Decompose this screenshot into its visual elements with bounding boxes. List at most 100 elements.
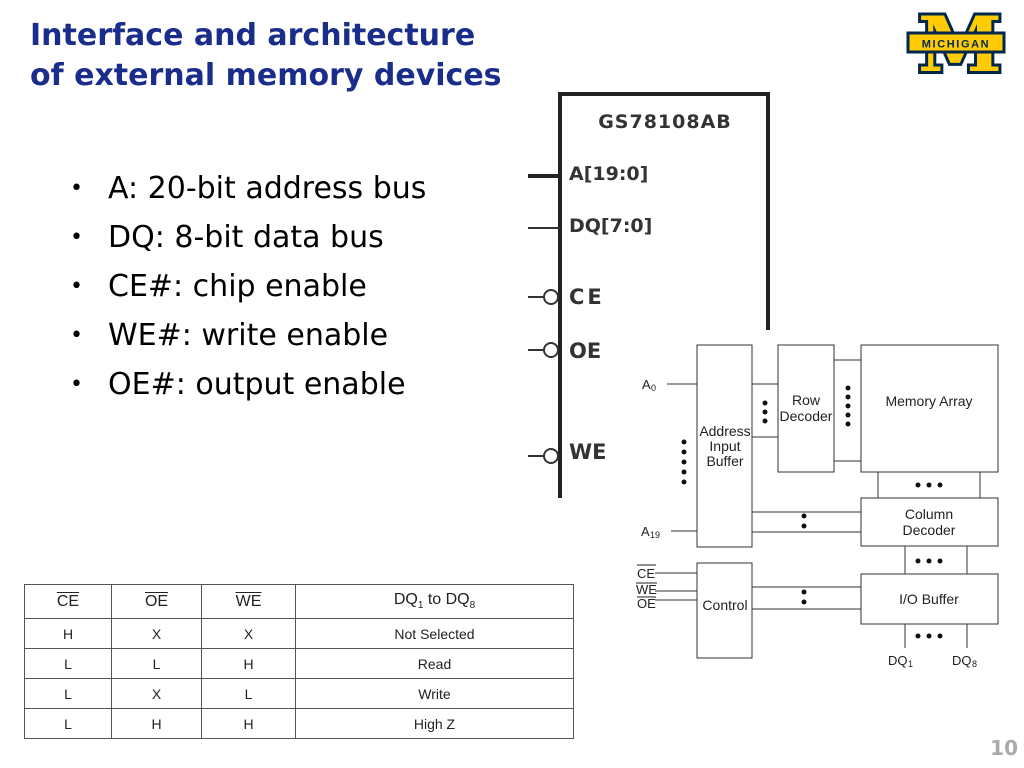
dq8-subscript: 8	[972, 659, 977, 669]
title-line-2: of external memory devices	[30, 58, 502, 93]
truth-table-header-row: CE OE WE DQ1 to DQ8	[24, 584, 574, 619]
address-buffer-box	[696, 344, 753, 548]
cell-ce: L	[24, 708, 112, 739]
bullet-item: A: 20-bit address bus	[70, 164, 426, 213]
cell-oe: X	[111, 618, 202, 649]
a0-label: A	[642, 377, 651, 392]
cell-we: X	[201, 618, 296, 649]
page-number: 10	[990, 736, 1018, 760]
chip-name: GS78108AB	[598, 111, 732, 133]
ce-pin-label: CE	[569, 285, 605, 309]
address-buffer-label-1: Address	[699, 423, 750, 439]
control-label: Control	[702, 597, 747, 613]
dot-col-io	[926, 558, 932, 564]
cell-we: L	[201, 678, 296, 709]
dot-array	[845, 412, 851, 418]
bullet-item: OE#: output enable	[70, 360, 426, 409]
we-pin-label: WE	[569, 440, 607, 464]
address-pin-label: A[19:0]	[569, 163, 648, 185]
column-decoder-box	[860, 497, 999, 547]
table-row: L L H Read	[24, 648, 574, 679]
slide-title: Interface and architecture of external m…	[30, 16, 550, 96]
dot-ctrl	[801, 589, 807, 595]
control-box	[696, 562, 753, 659]
we-pin-bubble	[543, 448, 559, 464]
chip-outline	[558, 92, 770, 498]
ctrl-we-label: WE	[636, 582, 657, 597]
oe-pin-label: OE	[569, 339, 601, 363]
bullet-list: A: 20-bit address bus DQ: 8-bit data bus…	[70, 164, 426, 409]
a19-label: A	[641, 524, 650, 539]
dot-ctrl	[801, 599, 807, 605]
cell-oe: L	[111, 648, 202, 679]
data-pin-label: DQ[7:0]	[569, 215, 652, 237]
a0-subscript: 0	[651, 383, 656, 393]
dot-row	[762, 418, 768, 424]
title-line-1: Interface and architecture	[30, 18, 476, 53]
chip-symbol: GS78108AB A[19:0] DQ[7:0] CE OE WE	[528, 92, 770, 498]
dot-col-io	[915, 558, 921, 564]
cell-dq: Not Selected	[295, 618, 574, 649]
dot-addr	[681, 469, 687, 475]
table-row: H X X Not Selected	[24, 618, 574, 649]
dot-array	[845, 385, 851, 391]
dot-array	[845, 394, 851, 400]
cell-we: H	[201, 708, 296, 739]
cell-ce: L	[24, 678, 112, 709]
dot-addr	[681, 479, 687, 485]
dot-col-io	[937, 558, 943, 564]
dot-col	[801, 523, 807, 529]
bullet-item: DQ: 8-bit data bus	[70, 213, 426, 262]
cell-oe: X	[111, 678, 202, 709]
dot-addr	[681, 449, 687, 455]
dot-array-col	[926, 482, 932, 488]
address-buffer-label-3: Buffer	[706, 453, 743, 469]
logo-wordmark: MICHIGAN	[922, 39, 990, 51]
dot-array	[845, 421, 851, 427]
dq1-subscript: 1	[908, 659, 913, 669]
ce-pin-bubble	[543, 289, 559, 305]
bullet-item: CE#: chip enable	[70, 262, 426, 311]
dot-addr	[681, 439, 687, 445]
oe-pin-bubble	[543, 342, 559, 358]
a19-subscript: 19	[650, 530, 660, 540]
cell-dq: High Z	[295, 708, 574, 739]
address-buffer-label-2: Input	[709, 438, 740, 454]
io-buffer-box	[860, 573, 999, 625]
logo-banner	[906, 31, 1006, 54]
table-row: L X L Write	[24, 678, 574, 709]
io-buffer-label: I/O Buffer	[899, 591, 959, 607]
dq1-label: DQ	[888, 653, 908, 668]
block-diagram: Address Input Buffer Row Decoder Memory …	[615, 330, 1024, 675]
row-decoder-box	[777, 344, 835, 473]
dot-addr	[681, 459, 687, 465]
cell-ce: L	[24, 648, 112, 679]
header-we: WE	[201, 584, 296, 619]
table-row: L H H High Z	[24, 708, 574, 739]
cell-ce: H	[24, 618, 112, 649]
michigan-logo: M MICHIGAN	[906, 8, 1006, 76]
ctrl-oe-label: OE	[637, 596, 656, 611]
dot-array-col	[937, 482, 943, 488]
column-decoder-label-1: Column	[905, 506, 953, 522]
header-dq: DQ1 to DQ8	[295, 584, 574, 619]
cell-dq: Read	[295, 648, 574, 679]
dot-array	[845, 403, 851, 409]
header-oe: OE	[111, 584, 202, 619]
truth-table: CE OE WE DQ1 to DQ8 H X X Not Selected L…	[24, 584, 574, 739]
dot-row	[762, 409, 768, 415]
dot-col	[801, 513, 807, 519]
cell-we: H	[201, 648, 296, 679]
dot-array-col	[915, 482, 921, 488]
dq8-label: DQ	[952, 653, 972, 668]
cell-oe: H	[111, 708, 202, 739]
memory-array-box	[860, 344, 999, 473]
dot-dq	[937, 633, 943, 639]
bullet-item: WE#: write enable	[70, 311, 426, 360]
row-decoder-label-1: Row	[792, 392, 821, 408]
header-ce: CE	[24, 584, 112, 619]
dot-row	[762, 400, 768, 406]
ctrl-ce-label: CE	[637, 566, 655, 581]
memory-array-label: Memory Array	[885, 393, 972, 409]
row-decoder-label-2: Decoder	[780, 408, 833, 424]
